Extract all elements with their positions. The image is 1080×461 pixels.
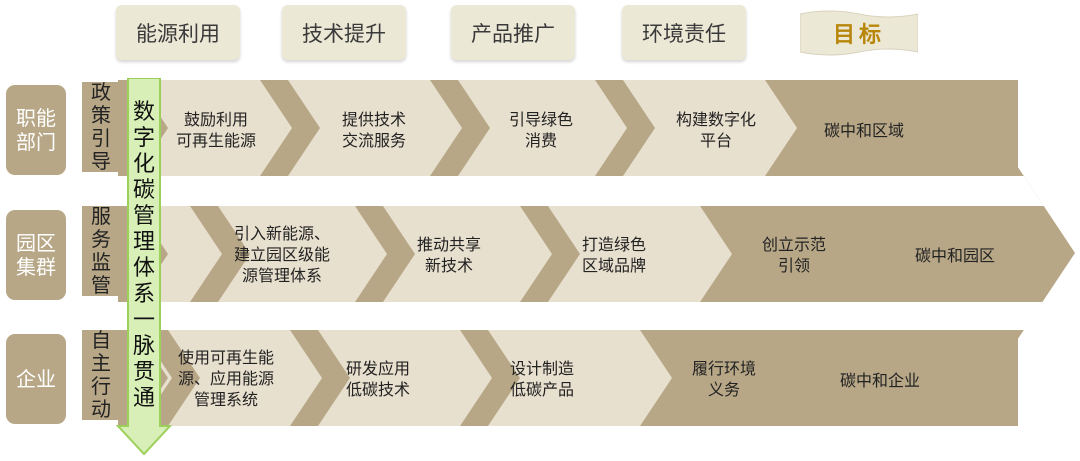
chevron-r3-c2 — [168, 330, 322, 426]
row-label-functional-dept: 职能 部门 — [6, 85, 66, 175]
row-role-self-action: 自主 行动 — [82, 329, 120, 421]
digital-system-label: 数 字 化 碳 管 理 体 系 一 脉 贯 通 — [132, 100, 155, 411]
row-gap-2 — [118, 302, 1080, 330]
header-product-promotion: 产品推广 — [451, 5, 575, 60]
row-label-enterprise: 企业 — [6, 334, 66, 424]
cell-r3-c1: 使用可再生能 源、应用能源 管理系统 — [177, 347, 274, 409]
row-role-service-supervision: 服务 监管 — [82, 205, 120, 297]
row-role-policy-guidance: 政策 引导 — [82, 81, 120, 173]
chevron-r3-c3 — [318, 330, 492, 426]
chevron-r1-c2 — [288, 80, 462, 176]
goal-banner — [800, 10, 918, 56]
header-tech-upgrade: 技术提升 — [282, 5, 406, 60]
big-target-arrow — [780, 80, 1075, 426]
goal-cell-enterprise: 碳中和企业 — [839, 370, 920, 390]
digital-system-arrow — [116, 78, 172, 456]
cell-r2-c4: 创立示范 引领 — [761, 235, 826, 275]
chevron-r2-c3 — [383, 206, 552, 302]
cell-r2-c3: 打造绿色 区域品牌 — [581, 235, 646, 275]
cell-r1-c2: 提供技术 交流服务 — [341, 110, 406, 150]
cell-r1-c1: 鼓励利用 可再生能源 — [175, 110, 256, 150]
row-label-park-cluster: 园区 集群 — [6, 210, 66, 300]
cell-r2-c1: 引入新能源、 建立园区级能 源管理体系 — [233, 223, 330, 285]
row-gap-1 — [118, 176, 1044, 206]
chevron-r1-c4 — [623, 80, 797, 176]
chevron-r3-c4 — [488, 330, 672, 426]
goal-title: 目标 — [832, 23, 885, 48]
chevron-r2-c2 — [218, 206, 387, 302]
header-environmental-duty: 环境责任 — [622, 5, 746, 60]
goal-cell-park: 碳中和园区 — [914, 245, 995, 265]
cell-r1-c4: 构建数字化 平台 — [675, 110, 756, 150]
cell-r1-c3: 引导绿色 消费 — [508, 110, 573, 150]
goal-cell-region: 碳中和区域 — [823, 120, 904, 140]
header-energy-use: 能源利用 — [116, 5, 240, 60]
cell-r3-c3: 设计制造 低碳产品 — [509, 359, 574, 399]
cell-r2-c2: 推动共享 新技术 — [416, 235, 481, 275]
cell-r3-c2: 研发应用 低碳技术 — [345, 359, 410, 399]
chevron-r1-c1 — [136, 80, 292, 176]
cell-r3-c4: 履行环境 义务 — [691, 359, 756, 399]
chevron-r1-c3 — [458, 80, 627, 176]
chevron-r2-c4 — [548, 206, 732, 302]
